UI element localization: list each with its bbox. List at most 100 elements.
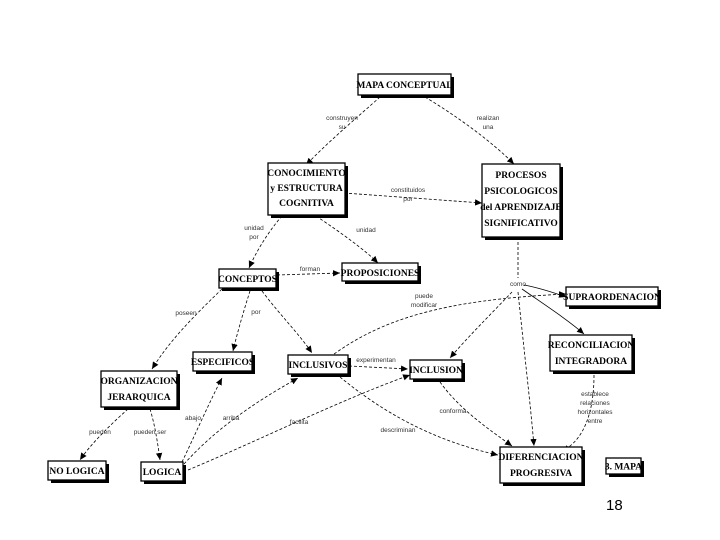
label-arriba: arriba	[223, 415, 240, 422]
node-text: INCLUSIVOS	[289, 361, 348, 371]
node-text: NO LOGICA	[49, 467, 104, 477]
node-line: RECONCILIACION	[548, 341, 635, 351]
label-line: poseen	[175, 310, 197, 317]
label-line: relaciones	[580, 400, 610, 407]
label-line: realizan	[477, 115, 500, 122]
label-line: pueden ser	[134, 429, 167, 436]
node-text: INCLUSION	[409, 366, 463, 376]
edge-mapa-conocimiento	[305, 96, 381, 166]
node-line: PSICOLOGICOS	[484, 187, 557, 197]
node-no-logica: NO LOGICA	[47, 460, 109, 483]
node-text: ORGANIZACION JERARQUICA	[100, 377, 177, 403]
edge-conceptos-proposiciones	[276, 270, 341, 277]
label-line: por	[249, 234, 259, 241]
node-conceptos: CONCEPTOS	[218, 268, 279, 291]
node-text: MAPA CONCEPTUAL	[356, 81, 452, 91]
label-abajo: abajo	[185, 415, 201, 422]
label-line: modificar	[411, 302, 438, 309]
node-text: CONCEPTOS	[218, 275, 277, 285]
node-text: DIFERENCIACION PROGRESIVA	[499, 453, 584, 479]
label-como: como	[510, 281, 526, 288]
node-text: PROPOSICIONES	[341, 269, 420, 279]
label-line: abajo	[185, 415, 201, 422]
node-inclusivos: INCLUSIVOS	[287, 354, 351, 377]
label-line: experimentan	[356, 357, 396, 364]
node-inclusion: INCLUSION	[409, 359, 465, 382]
edge-conocimiento-conceptos	[248, 215, 283, 269]
edge-inclusivos-supraordenacion	[329, 291, 567, 358]
label-line: conforma	[439, 408, 466, 415]
node-text: LOGICA	[143, 468, 182, 478]
node-text: PROCESOS PSICOLOGICOS del APRENDIZAJE SIGNI…	[480, 171, 562, 229]
label-construyen: construyen su	[326, 115, 358, 131]
label-poseen: poseen	[175, 310, 197, 317]
node-mapa-conceptual: MAPA CONCEPTUAL	[356, 73, 454, 98]
node-line: del APRENDIZAJE	[480, 203, 562, 213]
label-line: establece	[581, 391, 609, 398]
edge-conceptos-inclusivos	[261, 290, 313, 354]
edge-inclusivos-diferenciacion	[339, 376, 499, 457]
label-descriminan: descriminan	[380, 427, 415, 434]
edge-conocimiento-proposiciones	[315, 215, 379, 264]
node-text: RECONCILIACION INTEGRADORA	[548, 341, 635, 367]
label-pueden: pueden	[89, 429, 111, 436]
label-line: arriba	[223, 415, 240, 422]
label-line: construyen	[326, 115, 358, 122]
node-line: DIFERENCIACION	[499, 453, 584, 463]
node-text: 3. MAPA	[605, 463, 642, 473]
node-line: PROGRESIVA	[510, 469, 572, 479]
node-line: PROCESOS	[495, 171, 546, 181]
node-reconciliacion: RECONCILIACION INTEGRADORA	[548, 334, 635, 374]
edges	[79, 96, 595, 471]
node-tres-mapa: 3. MAPA	[605, 457, 644, 477]
edge-organizacion-logica	[149, 408, 163, 461]
label-line: pueden	[89, 429, 111, 436]
edge-conceptos-especificos	[231, 290, 251, 352]
node-line: JERARQUICA	[107, 393, 170, 403]
edge-inclusivos-inclusion	[348, 365, 409, 372]
node-procesos: PROCESOS PSICOLOGICOS del APRENDIZAJE SIGNI…	[480, 163, 563, 240]
label-line: unidad	[244, 225, 264, 232]
edge-inclusion-diferenciacion	[439, 381, 513, 447]
edge-mapa-procesos	[424, 96, 515, 165]
node-text: SUPRAORDENACION	[563, 293, 661, 303]
edge-como-diferenciacion	[517, 291, 537, 447]
node-line: ORGANIZACION	[100, 377, 177, 387]
label-realizan: realizan una	[477, 115, 500, 131]
label-line: una	[483, 124, 494, 131]
node-supraordenacion: SUPRAORDENACION	[563, 286, 661, 309]
label-line: descriminan	[380, 427, 415, 434]
node-text: ESPECIFICOS	[191, 358, 254, 368]
label-line: su	[339, 124, 346, 131]
label-por: por	[251, 309, 261, 316]
label-forman: forman	[300, 266, 321, 273]
edge-logica-especificos	[181, 377, 223, 463]
node-line: CONOCIMIENTO	[267, 169, 345, 179]
node-proposiciones: PROPOSICIONES	[341, 262, 421, 284]
label-conforma: conforma	[439, 408, 466, 415]
label-line: entre	[588, 418, 603, 425]
node-line: INTEGRADORA	[555, 357, 627, 367]
label-facilita: facilita	[290, 419, 309, 426]
label-line: unidad	[356, 227, 376, 234]
edge-como-inclusion	[449, 291, 513, 359]
label-establece: establece relaciones horizontales entre	[577, 391, 613, 425]
label-line: por	[403, 196, 413, 203]
label-pueden-ser: pueden ser	[134, 429, 167, 436]
node-diferenciacion: DIFERENCIACION PROGRESIVA	[499, 446, 585, 486]
node-line: SIGNIFICATIVO	[484, 219, 558, 229]
node-organizacion: ORGANIZACION JERARQUICA	[100, 370, 180, 410]
edge-logica-inclusion	[187, 374, 411, 471]
edge-reconciliacion-diferenciacion	[561, 374, 595, 452]
edge-logica-inclusivos	[183, 377, 299, 465]
label-line: como	[510, 281, 526, 288]
edge-conceptos-organizacion	[151, 288, 223, 370]
label-line: horizontales	[577, 409, 613, 416]
page-number: 18	[606, 497, 623, 514]
edge-como-reconciliacion	[521, 288, 585, 335]
label-line: facilita	[290, 419, 309, 426]
